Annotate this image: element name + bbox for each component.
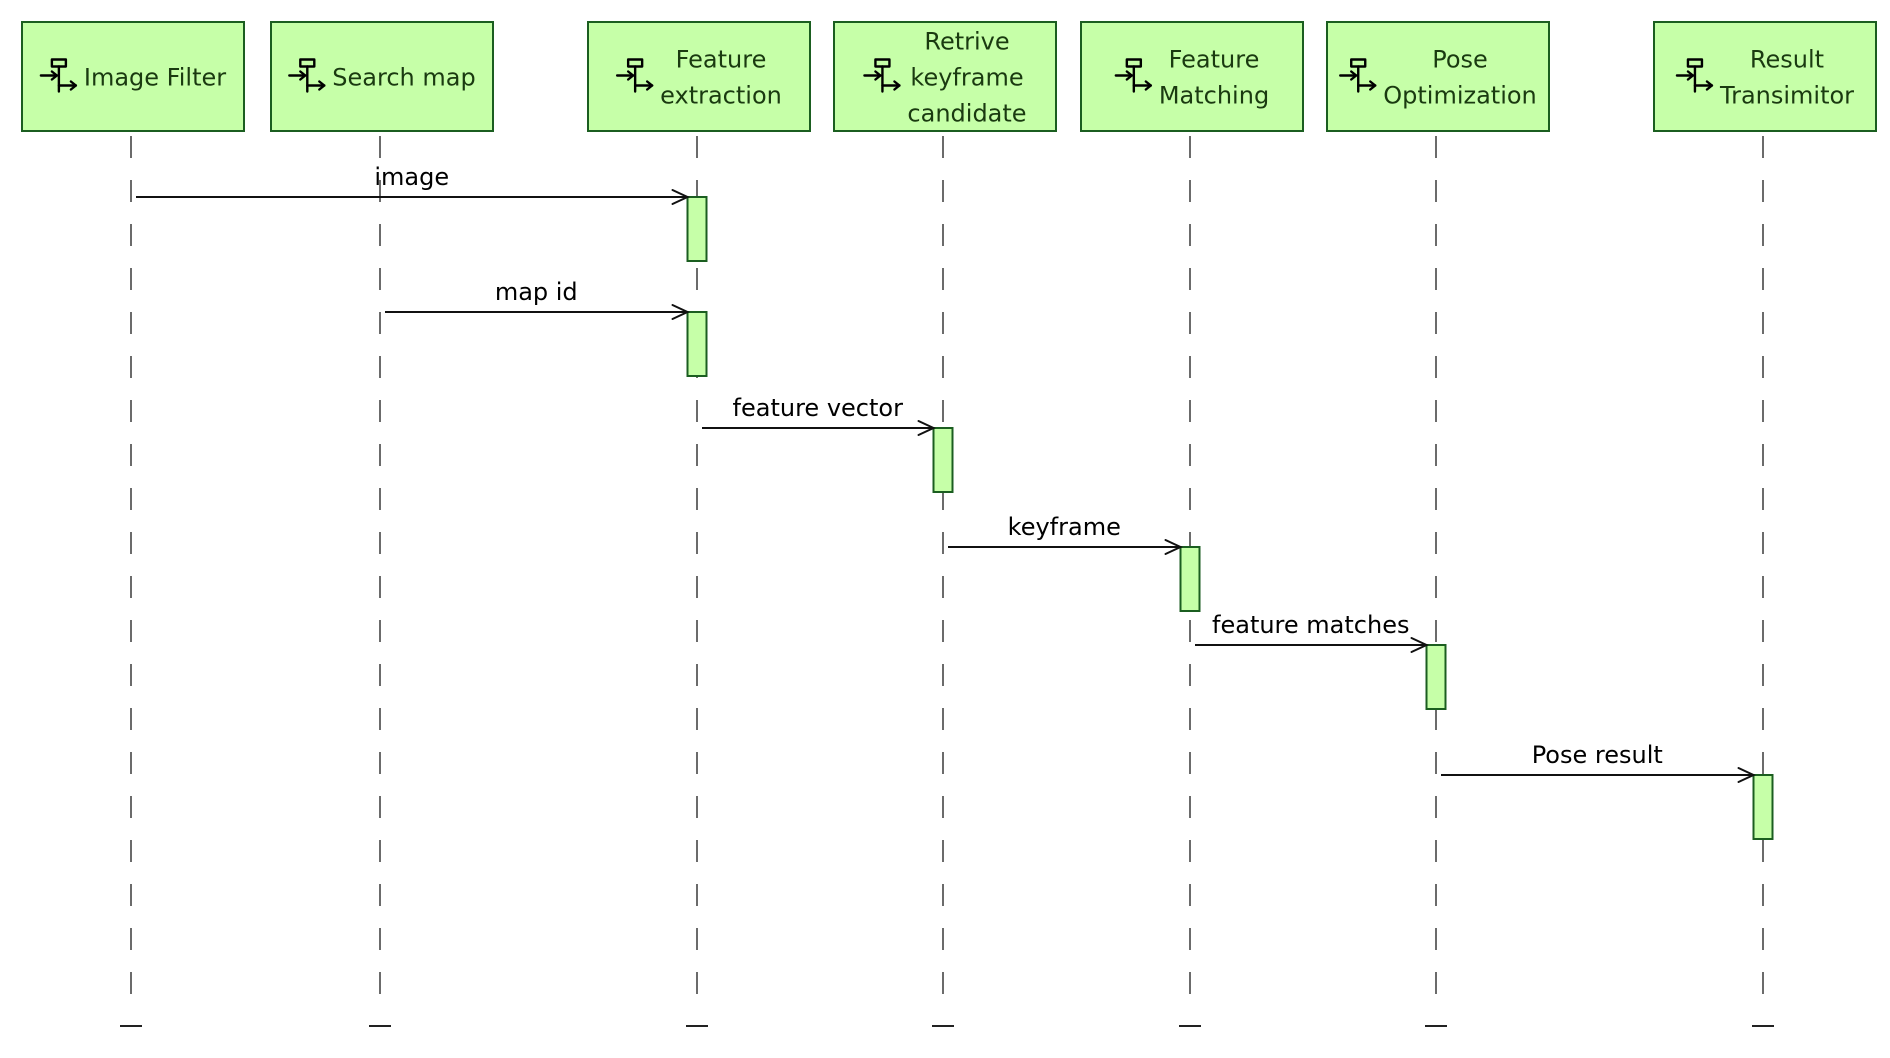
activation-bar (932, 427, 954, 493)
message-5: feature matches (1195, 611, 1429, 653)
participant-label: Feature (676, 46, 767, 74)
message-label: image (374, 163, 449, 191)
arrowhead-icon (1164, 539, 1183, 555)
message-label: feature vector (733, 394, 904, 422)
participant-label: extraction (660, 82, 782, 110)
participant-label: Image Filter (84, 64, 226, 92)
participant-box (1326, 21, 1550, 132)
messages: image map id feature vector keyframe feature… (136, 163, 1756, 783)
lifelines (120, 136, 1774, 1027)
message-label: map id (495, 278, 578, 306)
message-1: image (136, 163, 690, 205)
participant-label: Result (1750, 46, 1824, 74)
arrowhead-icon (1410, 637, 1429, 653)
component-icon (39, 58, 78, 93)
arrowhead-icon (1737, 767, 1756, 783)
participant-search-map: Search map (270, 21, 494, 132)
participants: Image Filter Search map Feature extraction R… (21, 21, 1877, 132)
participant-label: Feature (1169, 46, 1260, 74)
component-icon (1114, 58, 1153, 93)
component-icon (1339, 58, 1377, 93)
message-label: keyframe (1008, 513, 1121, 541)
component-icon (615, 58, 654, 93)
component-icon (1675, 58, 1714, 93)
participant-label: keyframe (910, 64, 1023, 92)
participant-label: Optimization (1383, 82, 1537, 110)
activation-bar (1425, 644, 1447, 710)
activation-bar (686, 311, 708, 377)
participant-label: Retrive (924, 28, 1009, 56)
activation-bar (686, 196, 708, 262)
participant-box (1080, 21, 1304, 132)
arrowhead-icon (917, 420, 936, 436)
arrowhead-icon (671, 304, 690, 320)
arrowhead-icon (671, 189, 690, 205)
message-label: Pose result (1532, 741, 1663, 769)
participant-feature-extraction: Feature extraction (587, 21, 811, 132)
participant-image-filter: Image Filter (21, 21, 245, 132)
participant-label: Transimitor (1719, 82, 1854, 110)
participant-retrive-keyframe-candidate: Retrive keyframe candidate (833, 21, 1057, 132)
message-3: feature vector (702, 394, 936, 436)
component-icon (863, 58, 901, 93)
participant-label: Matching (1159, 82, 1269, 110)
message-2: map id (385, 278, 690, 320)
activation-bar (1179, 546, 1201, 612)
activation-bar (1752, 774, 1774, 840)
participant-label: Pose (1432, 46, 1488, 74)
message-6: Pose result (1441, 741, 1756, 783)
component-icon (288, 58, 326, 93)
participant-label: Search map (332, 64, 475, 92)
activations (686, 196, 1774, 840)
participant-label: candidate (907, 100, 1026, 128)
message-4: keyframe (948, 513, 1183, 555)
message-label: feature matches (1212, 611, 1409, 639)
